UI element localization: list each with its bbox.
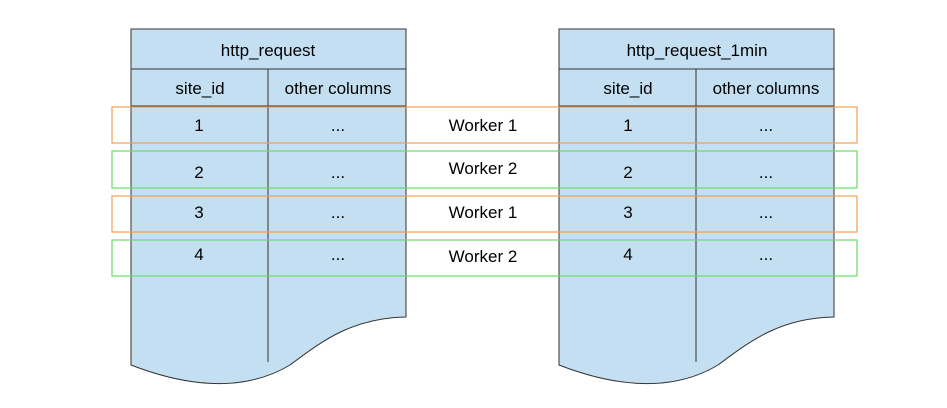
- table-http-request-1min: http_request_1min site_id other columns …: [558, 28, 835, 385]
- site-id-cell: 1: [623, 116, 632, 135]
- site-id-cell: 1: [194, 116, 203, 135]
- table-row: 1 ...: [194, 116, 345, 135]
- table-http-request: http_request site_id other columns 1 ...…: [130, 28, 407, 385]
- site-id-cell: 4: [623, 245, 632, 264]
- table-title: http_request: [221, 41, 316, 60]
- worker-band: [111, 150, 858, 189]
- other-columns-cell: ...: [331, 245, 345, 264]
- worker-assignment-2: Worker 2: [111, 150, 858, 189]
- worker-band: [111, 106, 858, 144]
- table-row: 3 ...: [194, 203, 345, 222]
- worker-label: Worker 2: [449, 247, 518, 266]
- table-row: 4 ...: [623, 245, 773, 264]
- site-id-cell: 4: [194, 245, 203, 264]
- other-columns-cell: ...: [759, 116, 773, 135]
- table-title: http_request_1min: [627, 41, 768, 60]
- other-columns-cell: ...: [331, 203, 345, 222]
- site-id-cell: 3: [623, 203, 632, 222]
- other-columns-cell: ...: [759, 245, 773, 264]
- other-columns-cell: ...: [759, 203, 773, 222]
- table-row: 2 ...: [194, 163, 345, 182]
- other-columns-cell: ...: [331, 163, 345, 182]
- column-header-other-columns: other columns: [285, 79, 392, 98]
- other-columns-cell: ...: [759, 163, 773, 182]
- worker-band: [111, 239, 858, 277]
- worker-assignment-4: Worker 2: [111, 239, 858, 277]
- column-header-site-id: site_id: [603, 79, 652, 98]
- other-columns-cell: ...: [331, 116, 345, 135]
- table-row: 1 ...: [623, 116, 773, 135]
- worker-band: [111, 195, 858, 233]
- table-row: 3 ...: [623, 203, 773, 222]
- worker-label: Worker 1: [449, 116, 518, 135]
- site-id-cell: 2: [194, 163, 203, 182]
- worker-assignment-3: Worker 1: [111, 195, 858, 233]
- worker-assignment-1: Worker 1: [111, 106, 858, 144]
- worker-label: Worker 2: [449, 159, 518, 178]
- column-header-site-id: site_id: [175, 79, 224, 98]
- column-header-other-columns: other columns: [713, 79, 820, 98]
- table-row: 4 ...: [194, 245, 345, 264]
- site-id-cell: 2: [623, 163, 632, 182]
- site-id-cell: 3: [194, 203, 203, 222]
- worker-label: Worker 1: [449, 203, 518, 222]
- table-row: 2 ...: [623, 163, 773, 182]
